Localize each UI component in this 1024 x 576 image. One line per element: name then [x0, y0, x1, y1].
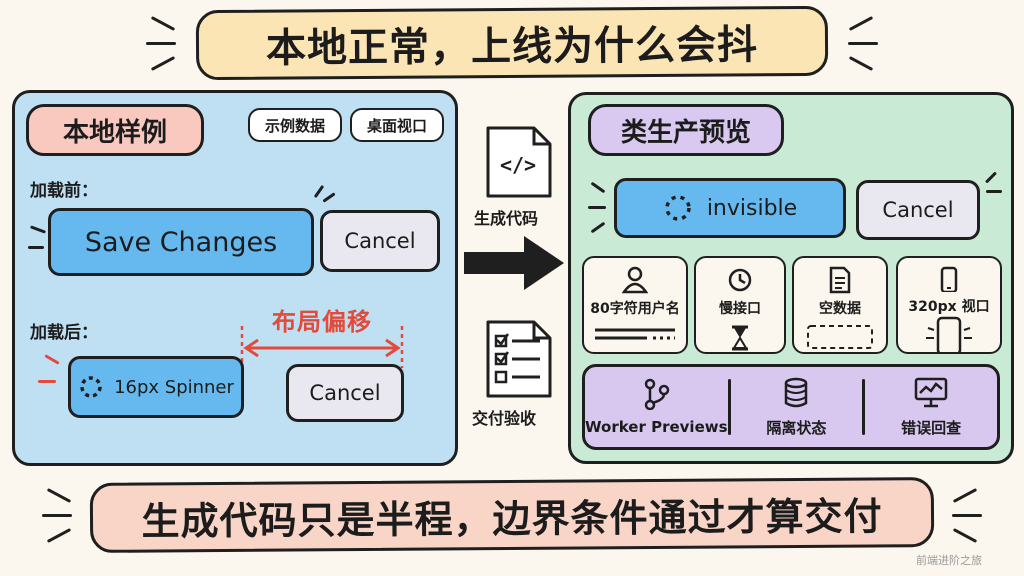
divider [862, 379, 866, 435]
divider [727, 379, 731, 435]
error-lookup-segment: 错误回查 [865, 367, 997, 447]
local-sample-tag: 本地样例 [26, 104, 204, 156]
production-preview-tag: 类生产预览 [588, 104, 784, 156]
long-username-card: 80字符用户名 [582, 256, 688, 354]
code-document-icon: </> [486, 126, 552, 198]
watermark: 前端进阶之旅 [916, 554, 982, 567]
sample-data-chip: 示例数据 [248, 108, 342, 142]
cancel-button-after[interactable]: Cancel [286, 364, 404, 422]
generate-code-label: 生成代码 [474, 209, 539, 228]
emphasis-mark [42, 514, 72, 517]
desktop-viewport-chip: 桌面视口 [350, 108, 444, 142]
slow-api-card: 慢接口 [694, 256, 786, 354]
spinner-button[interactable]: 16px Spinner [68, 356, 244, 418]
emphasis-mark [952, 514, 982, 517]
emphasis-mark [588, 206, 606, 209]
flow-arrow-icon [464, 236, 564, 290]
isolated-state-segment: 隔离状态 [731, 367, 863, 447]
database-icon [785, 377, 808, 407]
emphasis-mark [952, 488, 978, 503]
error-lookup-label: 错误回查 [901, 418, 962, 437]
card-title: 80字符用户名 [590, 301, 680, 317]
spinner-button-label: 16px Spinner [114, 376, 234, 398]
infra-bar: Worker Previews 隔离状态 错误回查 [582, 364, 1000, 450]
phone-icon [940, 266, 958, 292]
phone-small-icon [926, 316, 972, 352]
layout-shift-label: 布局偏移 [272, 308, 372, 336]
emphasis-mark [146, 42, 176, 45]
worker-previews-label: Worker Previews [585, 418, 728, 436]
document-icon [829, 266, 851, 294]
invisible-button[interactable]: invisible [614, 178, 846, 238]
layout-shift-arrow-icon [240, 326, 404, 368]
emphasis-mark [952, 528, 978, 543]
long-text-lines-icon [595, 328, 675, 340]
emphasis-mark [848, 56, 874, 71]
emphasis-mark [46, 488, 72, 503]
card-title: 空数据 [819, 301, 861, 317]
tagline-banner: 生成代码只是半程，边界条件通过才算交付 [89, 477, 935, 553]
before-loading-label: 加载前： [30, 181, 98, 201]
code-icon-text: </> [500, 153, 536, 177]
mobile-viewport-card: 320px 视口 [896, 256, 1002, 354]
clock-icon [728, 268, 752, 292]
emphasis-mark [28, 246, 44, 249]
page-title: 本地正常，上线为什么会抖 [195, 5, 829, 81]
empty-data-card: 空数据 [792, 256, 888, 354]
user-icon [622, 266, 648, 294]
worker-previews-segment: Worker Previews [585, 367, 728, 447]
empty-placeholder-icon [807, 325, 873, 349]
cancel-button-right[interactable]: Cancel [856, 180, 980, 240]
card-title: 慢接口 [719, 301, 761, 317]
cancel-button-before[interactable]: Cancel [320, 210, 440, 272]
save-changes-button[interactable]: Save Changes [48, 208, 314, 276]
monitor-chart-icon [914, 377, 948, 407]
invisible-button-label: invisible [706, 195, 798, 221]
spinner-icon [80, 376, 102, 398]
delivery-acceptance-label: 交付验收 [472, 409, 537, 428]
branch-icon [645, 378, 670, 410]
emphasis-mark [150, 56, 176, 71]
after-loading-label: 加载后： [30, 323, 98, 343]
emphasis-mark [848, 16, 874, 31]
emphasis-mark [986, 190, 1002, 193]
emphasis-mark [46, 528, 72, 543]
isolated-state-label: 隔离状态 [766, 418, 827, 437]
spinner-icon [665, 195, 691, 221]
card-title: 320px 视口 [908, 298, 990, 315]
emphasis-mark [150, 16, 176, 31]
hourglass-icon [732, 325, 748, 351]
emphasis-mark [848, 42, 878, 45]
emphasis-mark [38, 380, 56, 383]
checklist-document-icon [486, 320, 552, 398]
